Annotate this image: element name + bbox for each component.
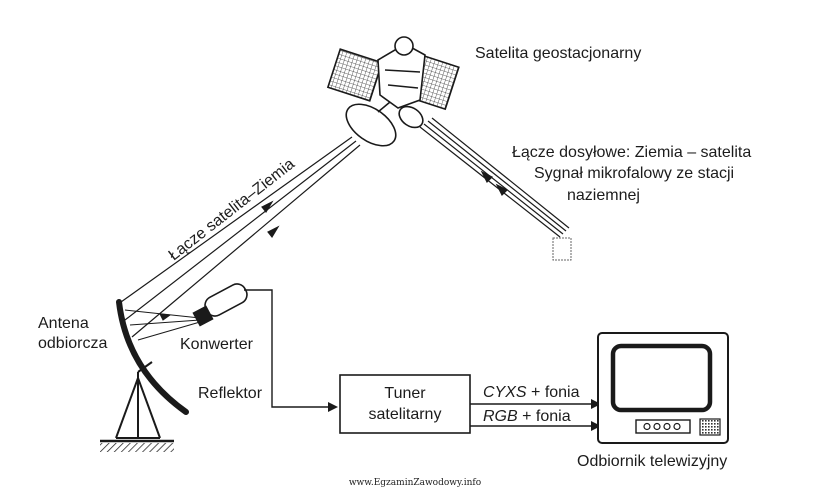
label-tuner-line2: satelitarny <box>368 406 442 423</box>
label-uplink-line3: naziemnej <box>567 187 640 204</box>
label-converter: Konwerter <box>180 336 253 353</box>
signal-rgb-name: RGB <box>483 408 518 425</box>
label-satellite: Satelita geostacjonarny <box>475 45 642 62</box>
label-reflector: Reflektor <box>198 385 263 402</box>
ground-station-icon <box>552 237 572 261</box>
cable <box>244 289 330 408</box>
footer-watermark: www.EgzaminZawodowy.info <box>348 478 482 488</box>
signal-rgb-suffix: + fonia <box>517 408 571 425</box>
satellite <box>326 36 460 147</box>
satellite-dish <box>345 103 397 147</box>
downlink-beam <box>120 136 361 338</box>
label-uplink-line2: Sygnał mikrofalowy ze stacji <box>534 165 735 182</box>
label-antenna-line2: odbiorcza <box>38 335 108 352</box>
signal-cyxs-name: CYXS <box>483 384 527 401</box>
signal-cyxs-suffix: + fonia <box>526 384 580 401</box>
cable-arrow <box>328 402 338 412</box>
tv-screen <box>610 343 713 413</box>
uplink-arrow <box>480 170 494 184</box>
label-signal-rgb: RGB + fonia <box>483 407 571 426</box>
label-tv: Odbiornik telewizyjny <box>577 453 728 470</box>
label-antenna-line1: Antena <box>38 315 89 332</box>
antenna-mount <box>115 361 161 439</box>
ground-hatching <box>100 443 174 452</box>
converter-lnb <box>192 283 248 327</box>
antenna-dish <box>116 299 189 415</box>
tuner-box <box>339 374 471 434</box>
label-uplink-line1: Łącze dosyłowe: Ziemia – satelita <box>512 144 752 161</box>
label-tuner-line1: Tuner <box>384 385 426 402</box>
uplink-beam <box>419 117 570 238</box>
downlink-arrow <box>261 200 274 214</box>
label-signal-cyxs: CYXS + fonia <box>483 383 580 402</box>
satellite-top <box>394 36 414 56</box>
satellite-horn <box>398 105 424 129</box>
receiving-antenna <box>100 299 189 452</box>
signal-arrows <box>470 399 601 431</box>
tv-receiver <box>597 332 729 444</box>
reflected-rays <box>124 309 201 341</box>
solar-panel-left <box>326 48 384 102</box>
tv-speaker <box>699 418 721 436</box>
